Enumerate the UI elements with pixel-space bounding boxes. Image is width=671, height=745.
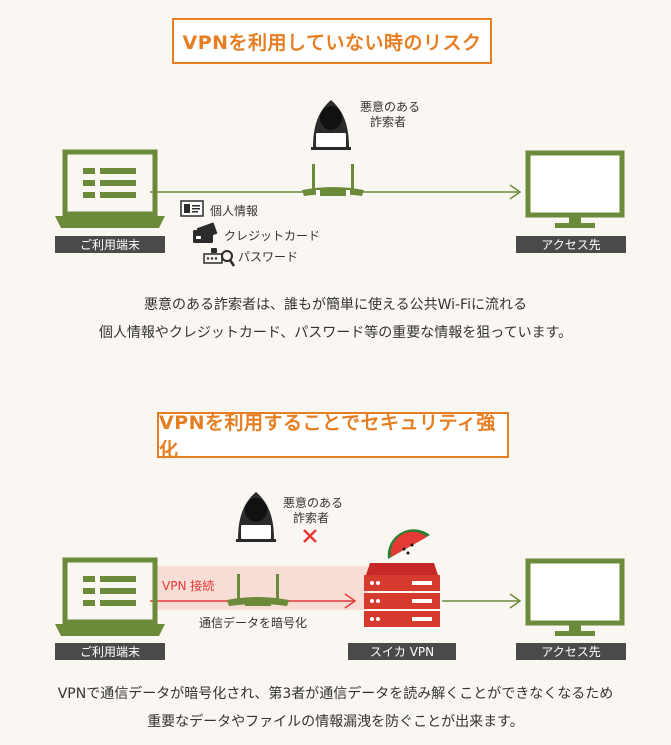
router-icon xyxy=(227,574,289,606)
id-card-icon xyxy=(180,200,204,217)
item-personal-info: 個人情報 xyxy=(210,204,259,218)
section1-title: VPNを利用していない時のリスク xyxy=(172,18,492,64)
hacker-icon xyxy=(311,100,351,150)
section2-desc-line2: 重要なデータやファイルの情報漏洩を防ぐことが出来ます。 xyxy=(147,714,524,730)
section1-desc-line1: 悪意のある詐索者は、誰もが簡単に使える公共Wi-Fiに流れる xyxy=(144,297,527,313)
router-icon xyxy=(302,164,364,196)
destination-label-1: アクセス先 xyxy=(516,236,626,253)
server-label: スイカ VPN xyxy=(348,643,456,660)
attacker-label-1: 悪意のある xyxy=(283,496,344,510)
section2-desc-line1: VPNで通信データが暗号化され、第3者が通信データを読み解くことができなくなるた… xyxy=(57,686,614,702)
encrypt-label: 通信データを暗号化 xyxy=(199,616,308,630)
vpn-server-icon xyxy=(364,529,440,627)
laptop-icon xyxy=(55,149,165,228)
hacker-icon xyxy=(236,492,276,542)
section2-title: VPNを利用することでセキュリティ強化 xyxy=(157,412,509,461)
monitor-icon xyxy=(525,558,625,636)
credit-card-icon xyxy=(193,222,218,243)
attacker-label-2: 詐索者 xyxy=(370,115,407,129)
laptop-icon xyxy=(55,557,165,636)
device-label-2: ご利用端末 xyxy=(55,643,165,660)
password-icon xyxy=(203,248,236,267)
item-password: パスワード xyxy=(238,250,299,264)
blocked-x-icon xyxy=(303,529,317,543)
monitor-icon xyxy=(525,150,625,228)
destination-label-2: アクセス先 xyxy=(516,643,626,660)
item-credit-card: クレジットカード xyxy=(224,229,321,243)
device-label-1: ご利用端末 xyxy=(55,236,165,253)
attacker-label-2: 詐索者 xyxy=(293,511,330,525)
attacker-label-1: 悪意のある xyxy=(360,100,421,114)
section1-desc-line2: 個人情報やクレジットカード、パスワード等の重要な情報を狙っています。 xyxy=(98,325,573,341)
vpn-connection-label: VPN 接続 xyxy=(162,579,215,593)
